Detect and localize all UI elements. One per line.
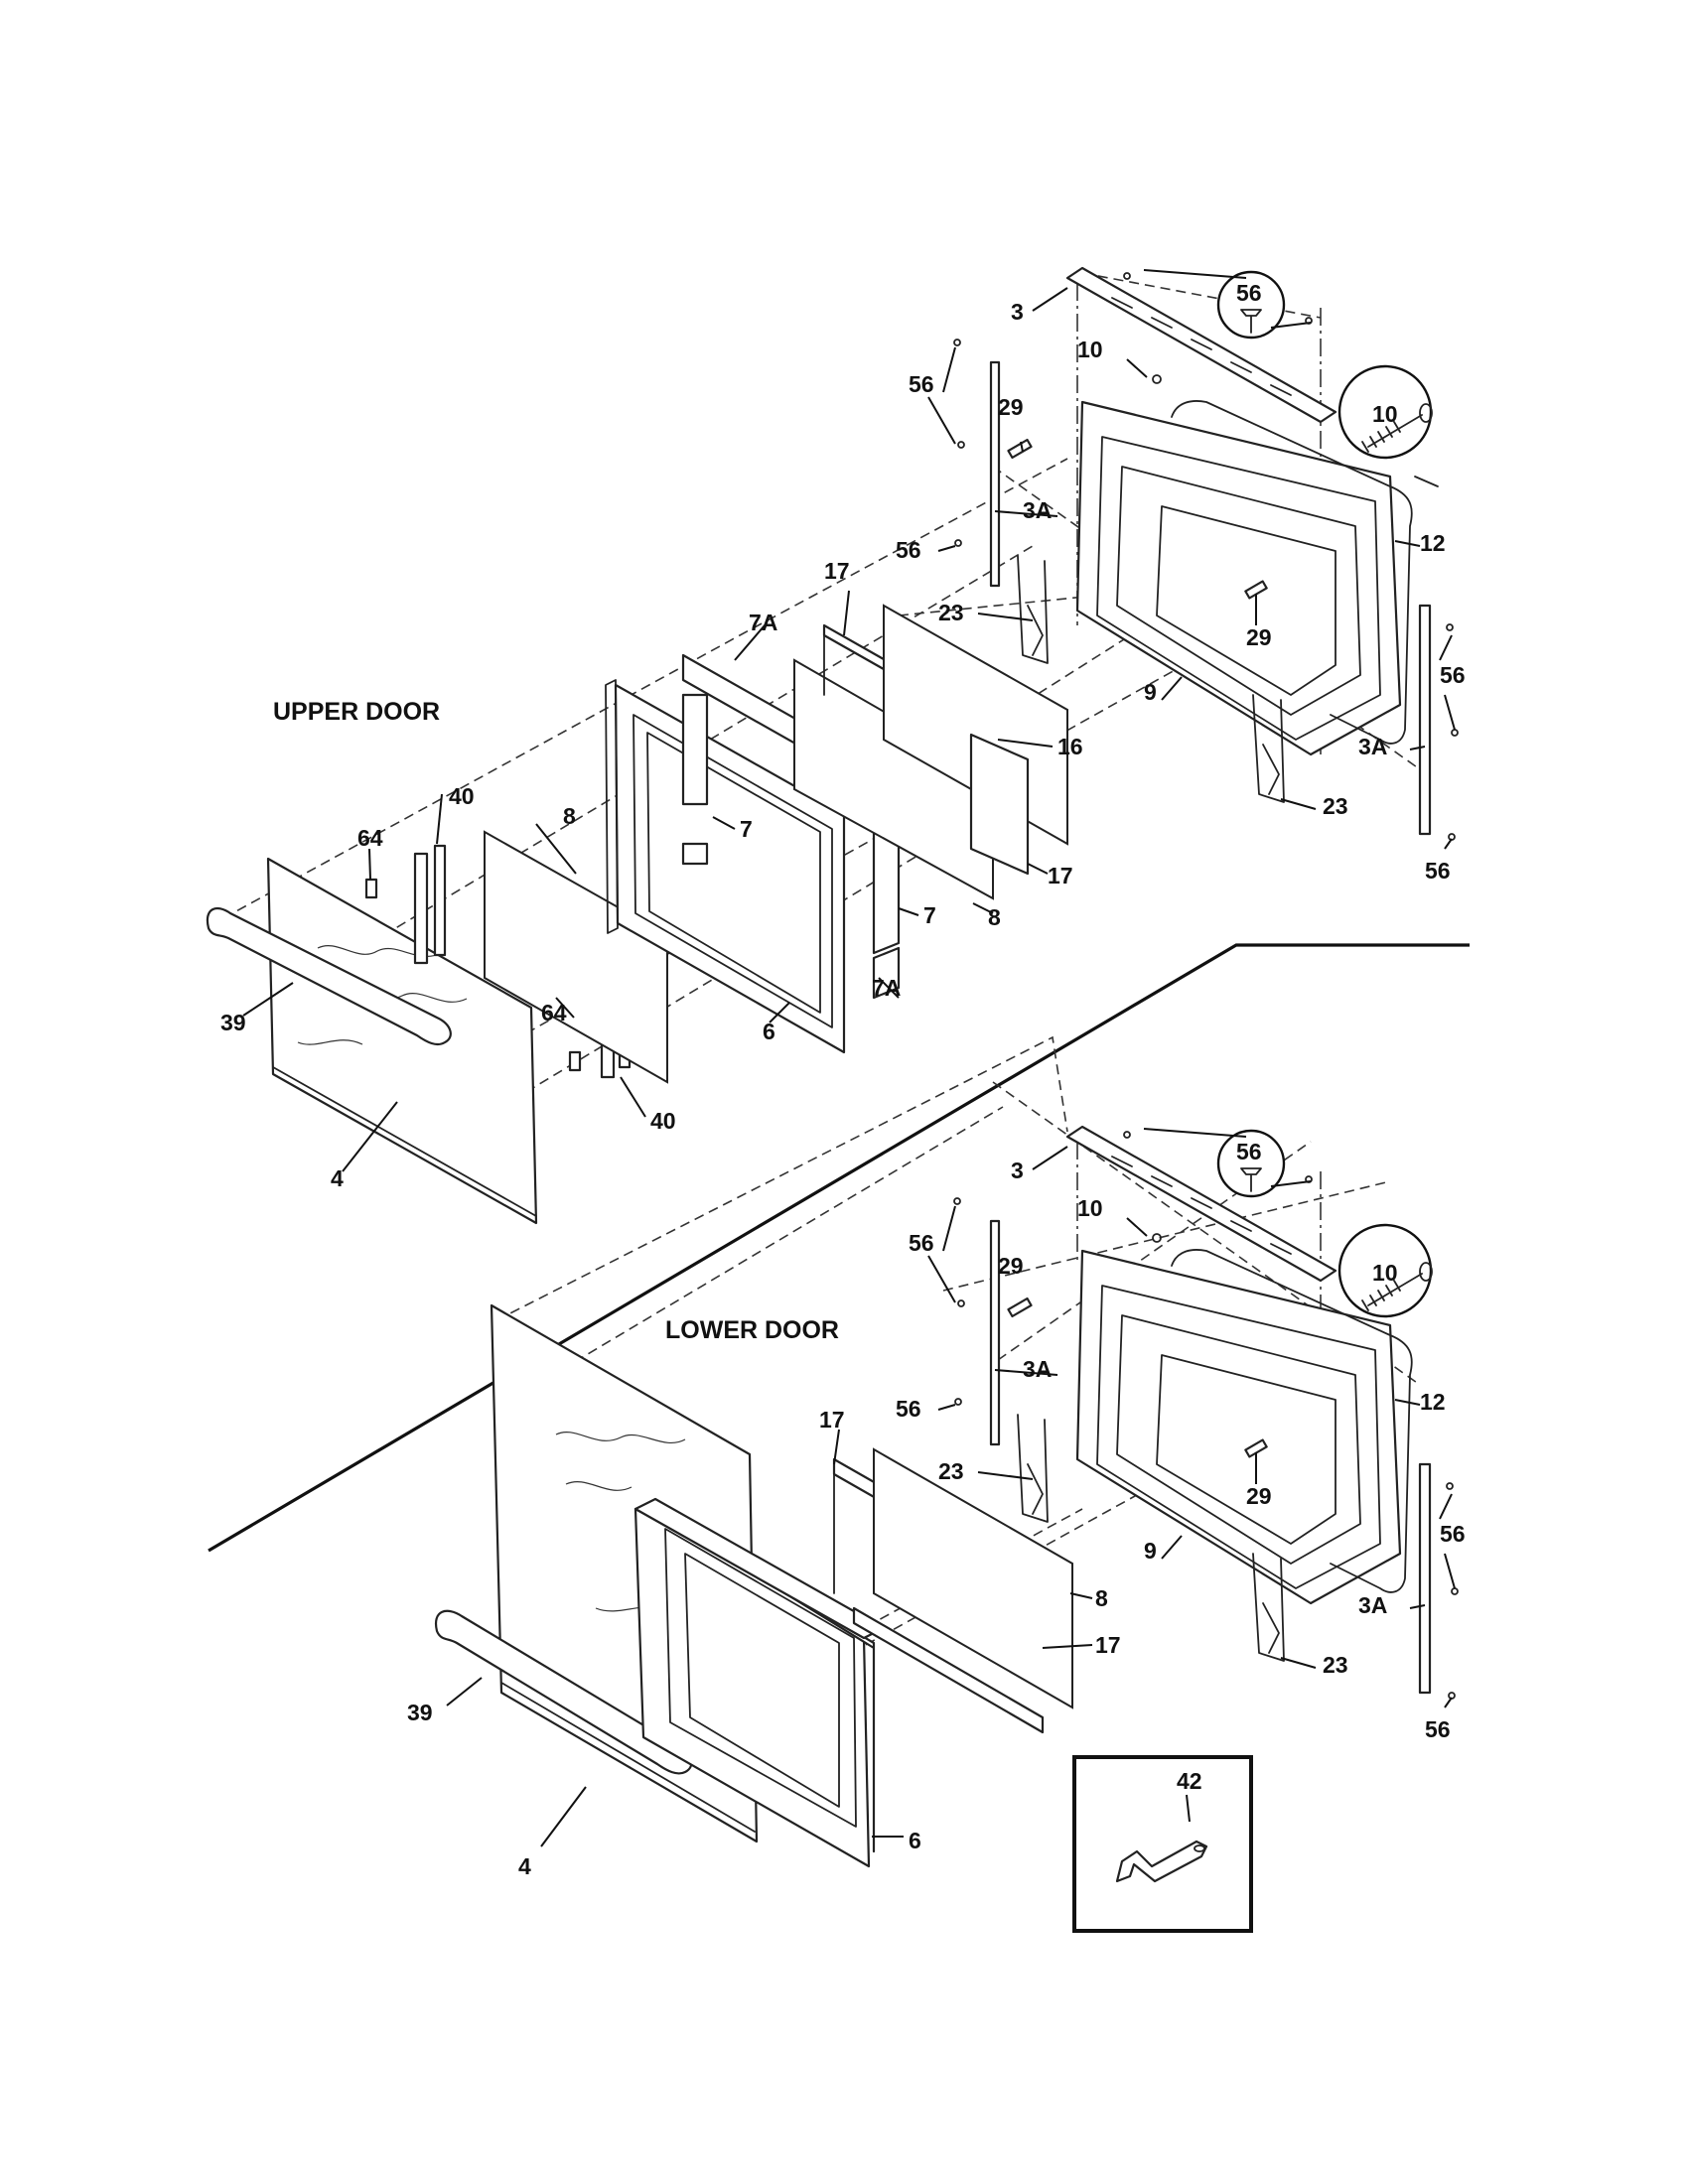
top-vent-trim-lower [1065,1125,1337,1283]
part-label-40: 40 [449,783,475,809]
part-label-7a: 7A [749,610,777,635]
inner-liner-frame [1075,400,1402,756]
side-channel-right [1418,604,1432,836]
upper-leader-lines [242,269,1456,1172]
part-label-56: 56 [896,537,921,563]
part-label-56: 56 [1440,662,1466,688]
part-label-40: 40 [650,1108,676,1134]
part-label-17: 17 [824,558,850,584]
part-label-56: 56 [909,371,934,397]
part-label-8: 8 [563,803,576,829]
part-label-3: 3 [1011,299,1024,325]
callout-56-upper [1216,270,1286,340]
clip-64-top [364,878,378,899]
callout-10-upper [1337,364,1433,460]
part-label-29: 29 [1246,1483,1272,1509]
part-label-10: 10 [1372,1260,1398,1286]
side-channel-left [989,360,1001,588]
glass-retainer-bottom [969,733,1030,876]
glass-retainer-bottom-lower [852,1606,1045,1734]
part-label-3a: 3A [1023,1356,1052,1382]
part-label-4: 4 [518,1853,531,1879]
part-label-39: 39 [407,1700,433,1725]
part-label-7: 7 [923,902,936,928]
part-label-9: 9 [1144,679,1157,705]
pin-29-right [1244,580,1268,600]
part-label-12: 12 [1420,1389,1446,1415]
door-handle [206,906,452,1046]
lower-part-labels: LOWER DOOR 3 56 10 10 56 29 3A 12 56 17 … [407,1139,1466,1879]
part-label-8: 8 [1095,1585,1108,1611]
part-label-6: 6 [909,1828,921,1853]
part-label-56: 56 [1425,1716,1451,1742]
pin-29-lower-left [1007,1297,1033,1318]
part-label-3: 3 [1011,1158,1024,1183]
part-label-23: 23 [1323,793,1348,819]
inner-door-frame-lower [633,1497,886,1868]
part-label-29: 29 [998,1253,1024,1279]
inner-door-frame [605,679,846,1054]
glass-panel-8-lower [873,1447,1073,1709]
top-vent-trim [1065,266,1337,424]
part-label-23: 23 [1323,1652,1348,1678]
callout-10-lower [1337,1223,1433,1318]
part-label-3a: 3A [1358,1592,1387,1618]
side-channel-right-lower [1418,1462,1432,1695]
inner-liner-frame-lower [1075,1249,1402,1605]
part-label-7a: 7A [872,975,901,1001]
door-gasket-lower [1171,1249,1413,1593]
part-label-8: 8 [988,904,1001,930]
part-label-6: 6 [763,1019,775,1044]
part-label-10: 10 [1077,1195,1103,1221]
part-label-39: 39 [220,1010,246,1035]
part-label-10: 10 [1372,401,1398,427]
part-label-23: 23 [938,1458,964,1484]
side-channel-left-lower [989,1219,1001,1446]
oven-hinge-upper-left [1017,555,1049,664]
part-label-29: 29 [998,394,1024,420]
section-title-upper: UPPER DOOR [273,698,440,726]
pin-29-lower-right [1244,1438,1268,1458]
upper-door-assembly: UPPER DOOR 3 56 10 10 56 29 3A 12 56 17 … [206,266,1466,1225]
part-label-56: 56 [1440,1521,1466,1547]
part-label-56: 56 [896,1396,921,1422]
part-label-56: 56 [1236,280,1262,306]
part-label-3a: 3A [1358,734,1387,759]
door-handle-lower [434,1609,693,1775]
part-label-17: 17 [1095,1632,1121,1658]
lower-door-assembly: LOWER DOOR 3 56 10 10 56 29 3A 12 56 17 … [407,1035,1466,1933]
oven-hinge-lower-right [1252,1553,1285,1662]
hinge-bracket-left [413,844,447,965]
part-label-42: 42 [1177,1768,1202,1794]
part-label-9: 9 [1144,1538,1157,1564]
part-label-4: 4 [331,1165,344,1191]
part-label-3a: 3A [1023,497,1052,523]
section-title-lower: LOWER DOOR [665,1316,839,1344]
inset-box-part-42: 42 [1072,1755,1253,1933]
part-label-7: 7 [740,816,753,842]
oven-hinge-upper-right [1252,694,1285,803]
upper-part-labels: UPPER DOOR 3 56 10 10 56 29 3A 12 56 17 … [220,280,1466,1191]
part-label-12: 12 [1420,530,1446,556]
outer-glass-panel [484,830,668,1084]
part-label-64: 64 [357,825,383,851]
clip-64-bottom-b [568,1050,582,1072]
door-gasket [1171,400,1413,745]
oven-hinge-lower-left [1017,1414,1049,1523]
lower-leader-lines [446,1128,1456,1847]
part-label-17: 17 [819,1407,845,1433]
part-label-64: 64 [541,1000,567,1025]
pin-29-left [1007,438,1033,460]
part-label-17: 17 [1048,863,1073,888]
part-label-10: 10 [1077,337,1103,362]
part-label-23: 23 [938,600,964,625]
part-label-16: 16 [1057,734,1083,759]
part-label-29: 29 [1246,624,1272,650]
part-label-56: 56 [1236,1139,1262,1164]
part-label-56: 56 [1425,858,1451,884]
part-label-56: 56 [909,1230,934,1256]
callout-56-lower [1216,1129,1286,1198]
